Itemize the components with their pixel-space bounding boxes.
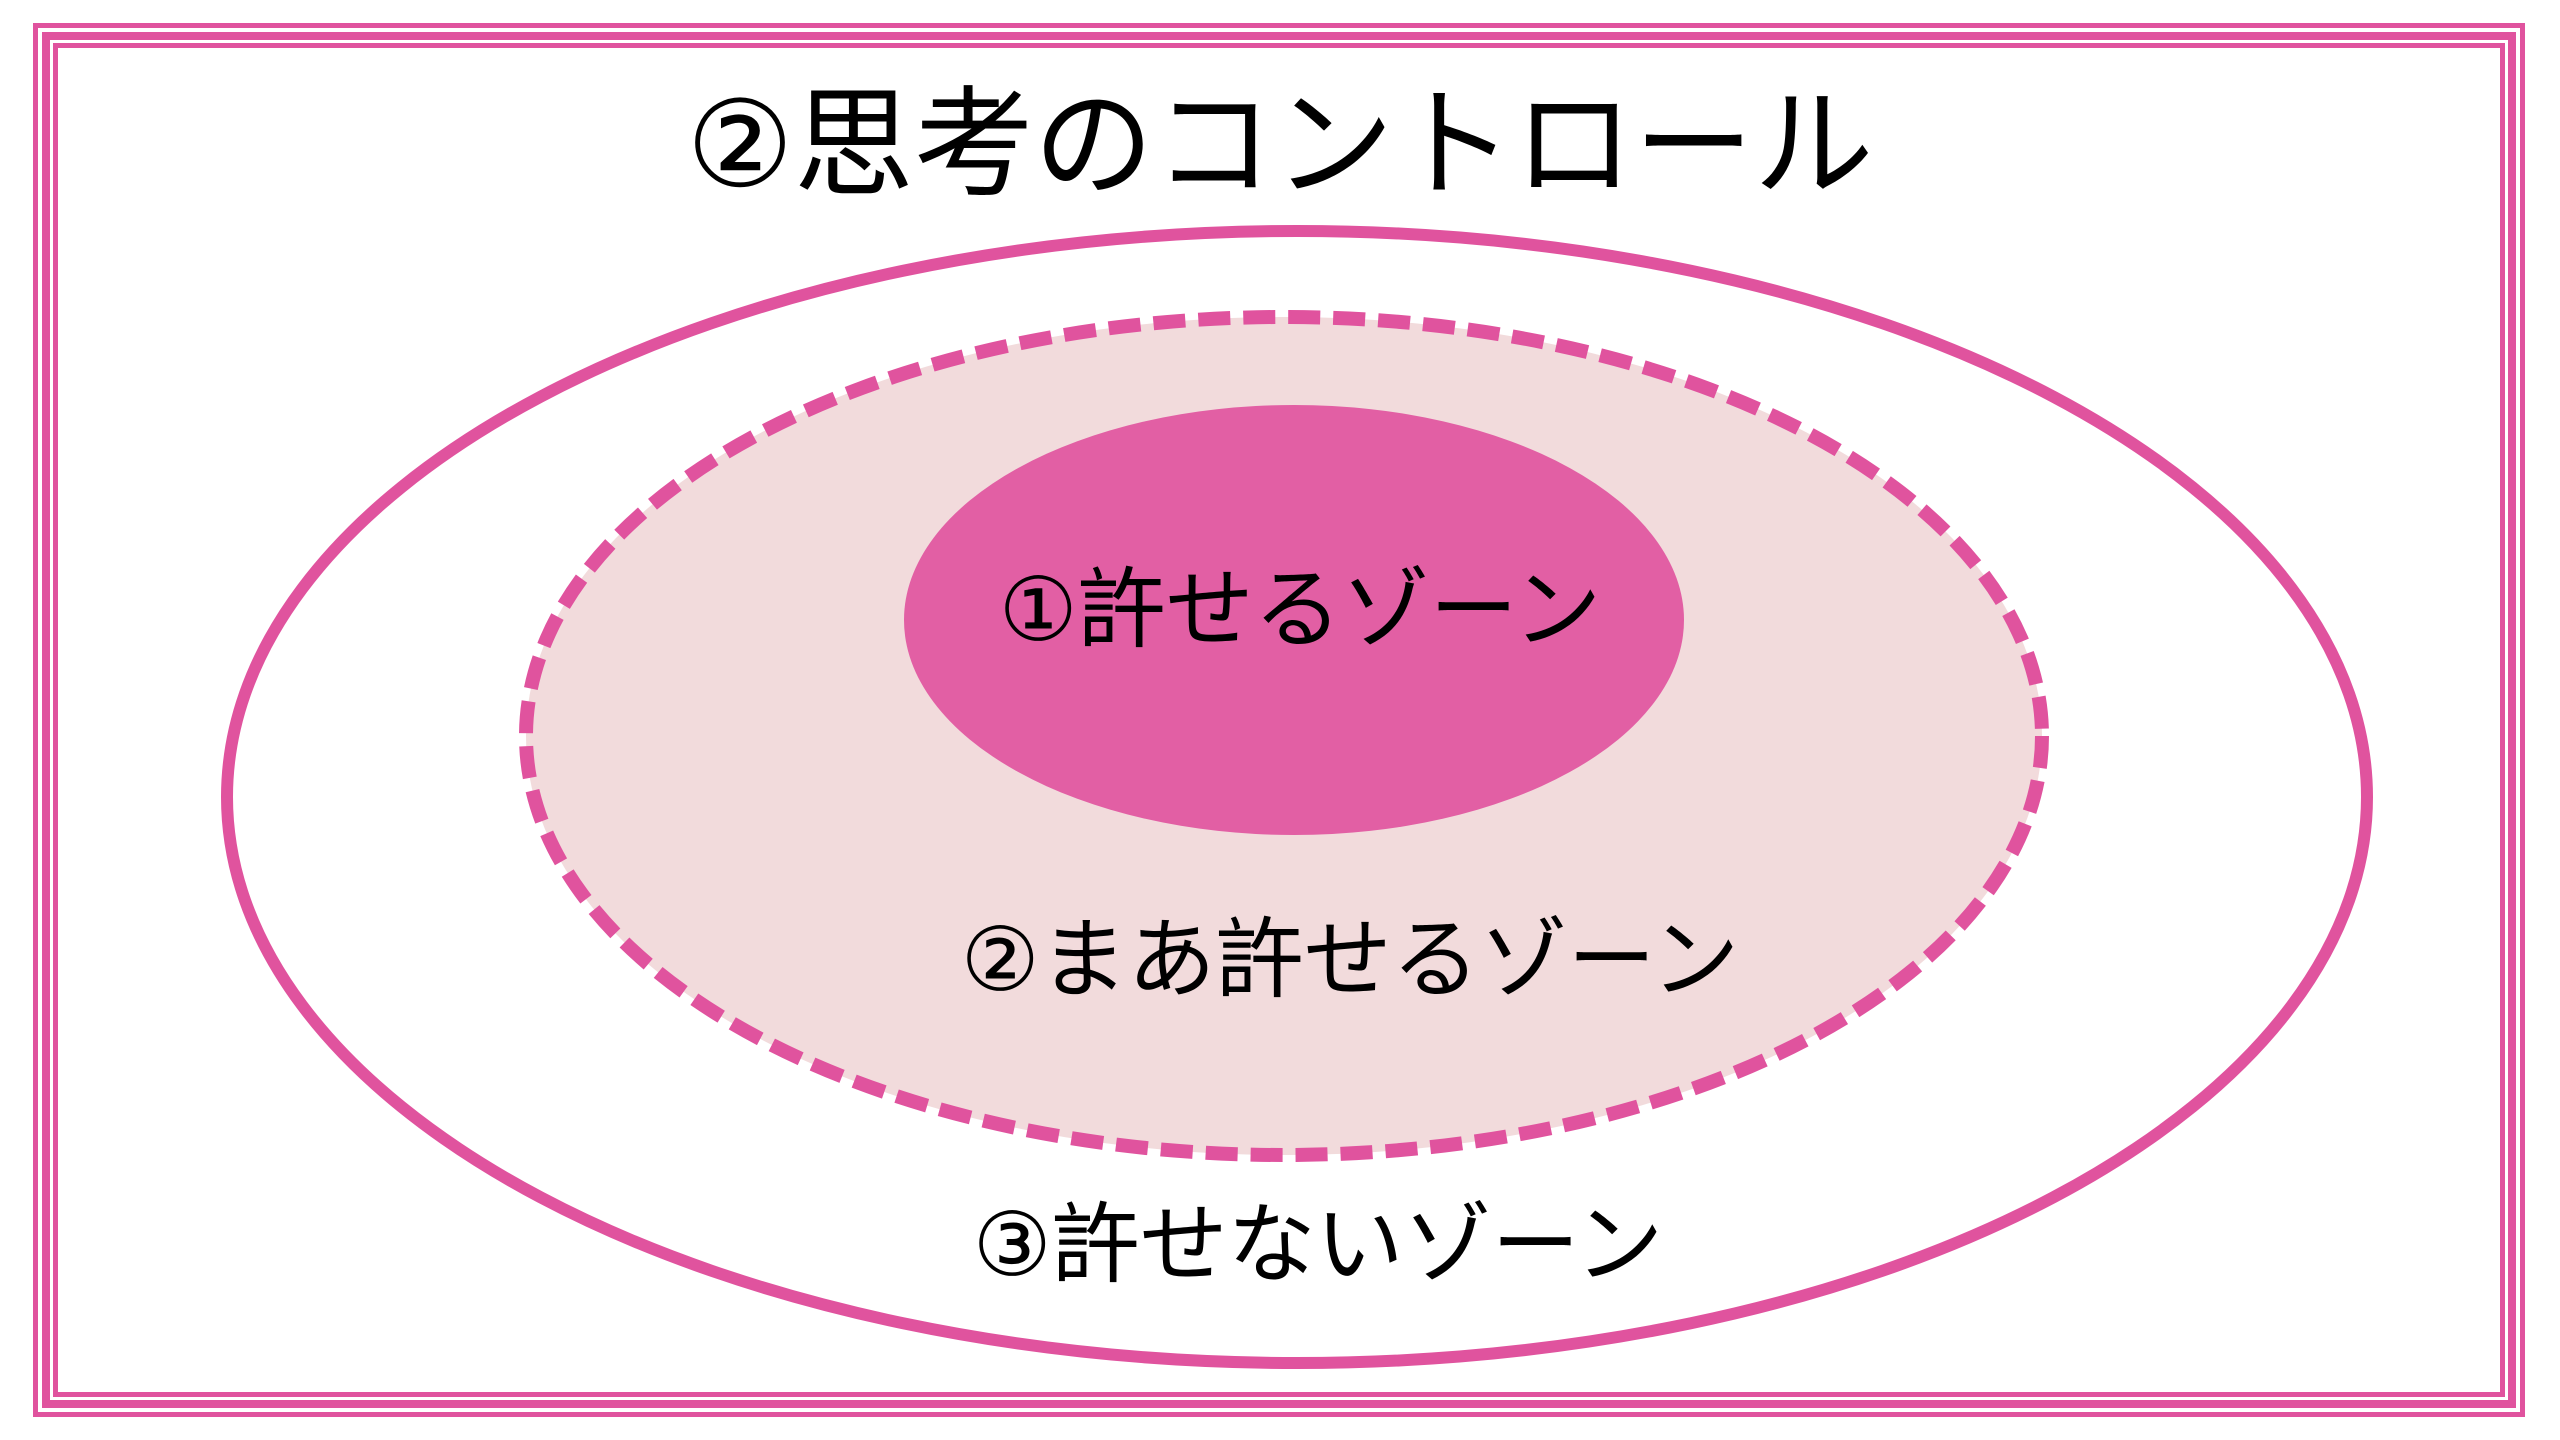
decorative-frame-outer-line: [33, 23, 2525, 1417]
zone-inner-ellipse: [904, 405, 1684, 835]
slide-title: ②思考のコントロール: [686, 76, 1874, 215]
decorative-frame-inner-line: [53, 43, 2505, 1397]
zone-label-outer: ③許せないゾーン: [972, 1193, 1664, 1296]
zone-label-middle: ②まあ許せるゾーン: [960, 908, 1740, 1011]
zone-label-inner: ①許せるゾーン: [998, 558, 1602, 661]
decorative-frame-thick-line: [42, 32, 2516, 1408]
